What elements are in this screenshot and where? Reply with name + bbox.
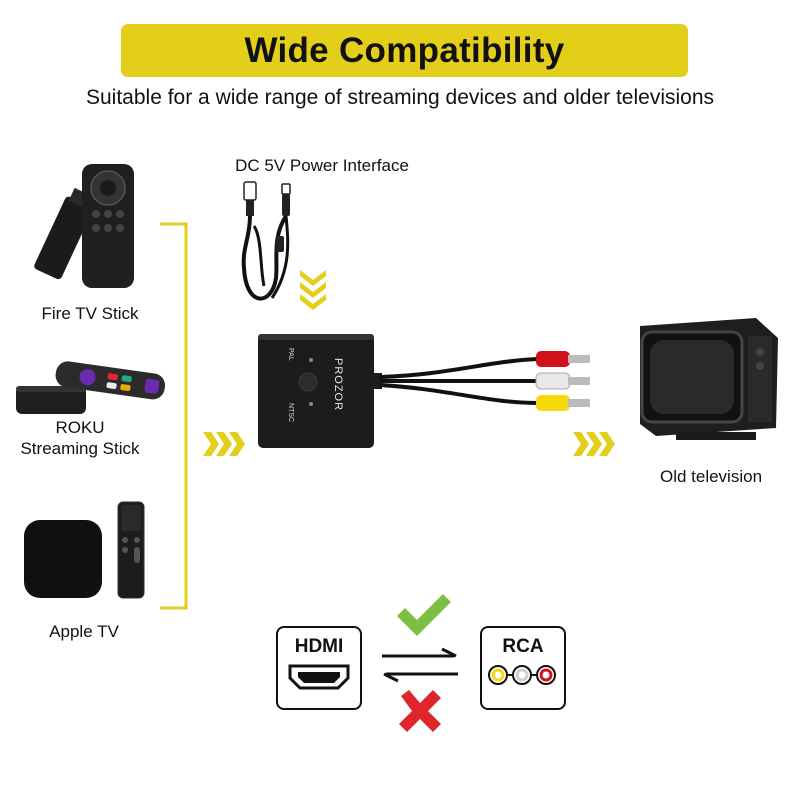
fire-tv-stick-label: Fire TV Stick bbox=[41, 304, 139, 323]
cross-icon bbox=[399, 690, 441, 732]
hdmi-label: HDMI bbox=[294, 636, 344, 657]
apple-tv-image bbox=[24, 501, 145, 599]
apple-tv-label: Apple TV bbox=[49, 622, 119, 641]
rca-jacks-icon bbox=[488, 665, 556, 685]
chevron-down-icon bbox=[300, 270, 326, 310]
roku-label-line1: ROKU bbox=[55, 418, 105, 437]
brand-label: PROZOR bbox=[332, 358, 344, 412]
rca-label: RCA bbox=[502, 636, 544, 657]
source-bracket bbox=[160, 222, 188, 610]
rca-badge: RCA bbox=[480, 626, 566, 710]
chevron-right-icon bbox=[203, 432, 245, 456]
swap-arrows-icon bbox=[382, 647, 458, 683]
power-interface-label: DC 5V Power Interface bbox=[235, 156, 409, 175]
hdmi-port-icon bbox=[288, 664, 350, 690]
old-television-image bbox=[640, 318, 778, 440]
roku-streaming-stick-image bbox=[16, 361, 166, 414]
converter-box-image bbox=[258, 334, 374, 448]
title-banner: Wide Compatibility bbox=[121, 24, 688, 77]
check-icon bbox=[397, 594, 451, 636]
chevron-right-icon bbox=[573, 432, 615, 456]
usb-cable-image bbox=[241, 181, 291, 301]
roku-label: ROKU Streaming Stick bbox=[0, 417, 160, 459]
rca-cables-image bbox=[368, 351, 590, 411]
switch-pal-label: PAL bbox=[287, 348, 294, 361]
old-television-label: Old television bbox=[659, 467, 763, 486]
hdmi-badge: HDMI bbox=[276, 626, 362, 710]
roku-label-line2: Streaming Stick bbox=[20, 439, 140, 458]
switch-ntsc-label: NTSC bbox=[287, 403, 294, 423]
fire-tv-stick-image bbox=[34, 164, 134, 288]
page-subtitle: Suitable for a wide range of streaming d… bbox=[85, 86, 715, 109]
page-title: Wide Compatibility bbox=[244, 30, 565, 70]
